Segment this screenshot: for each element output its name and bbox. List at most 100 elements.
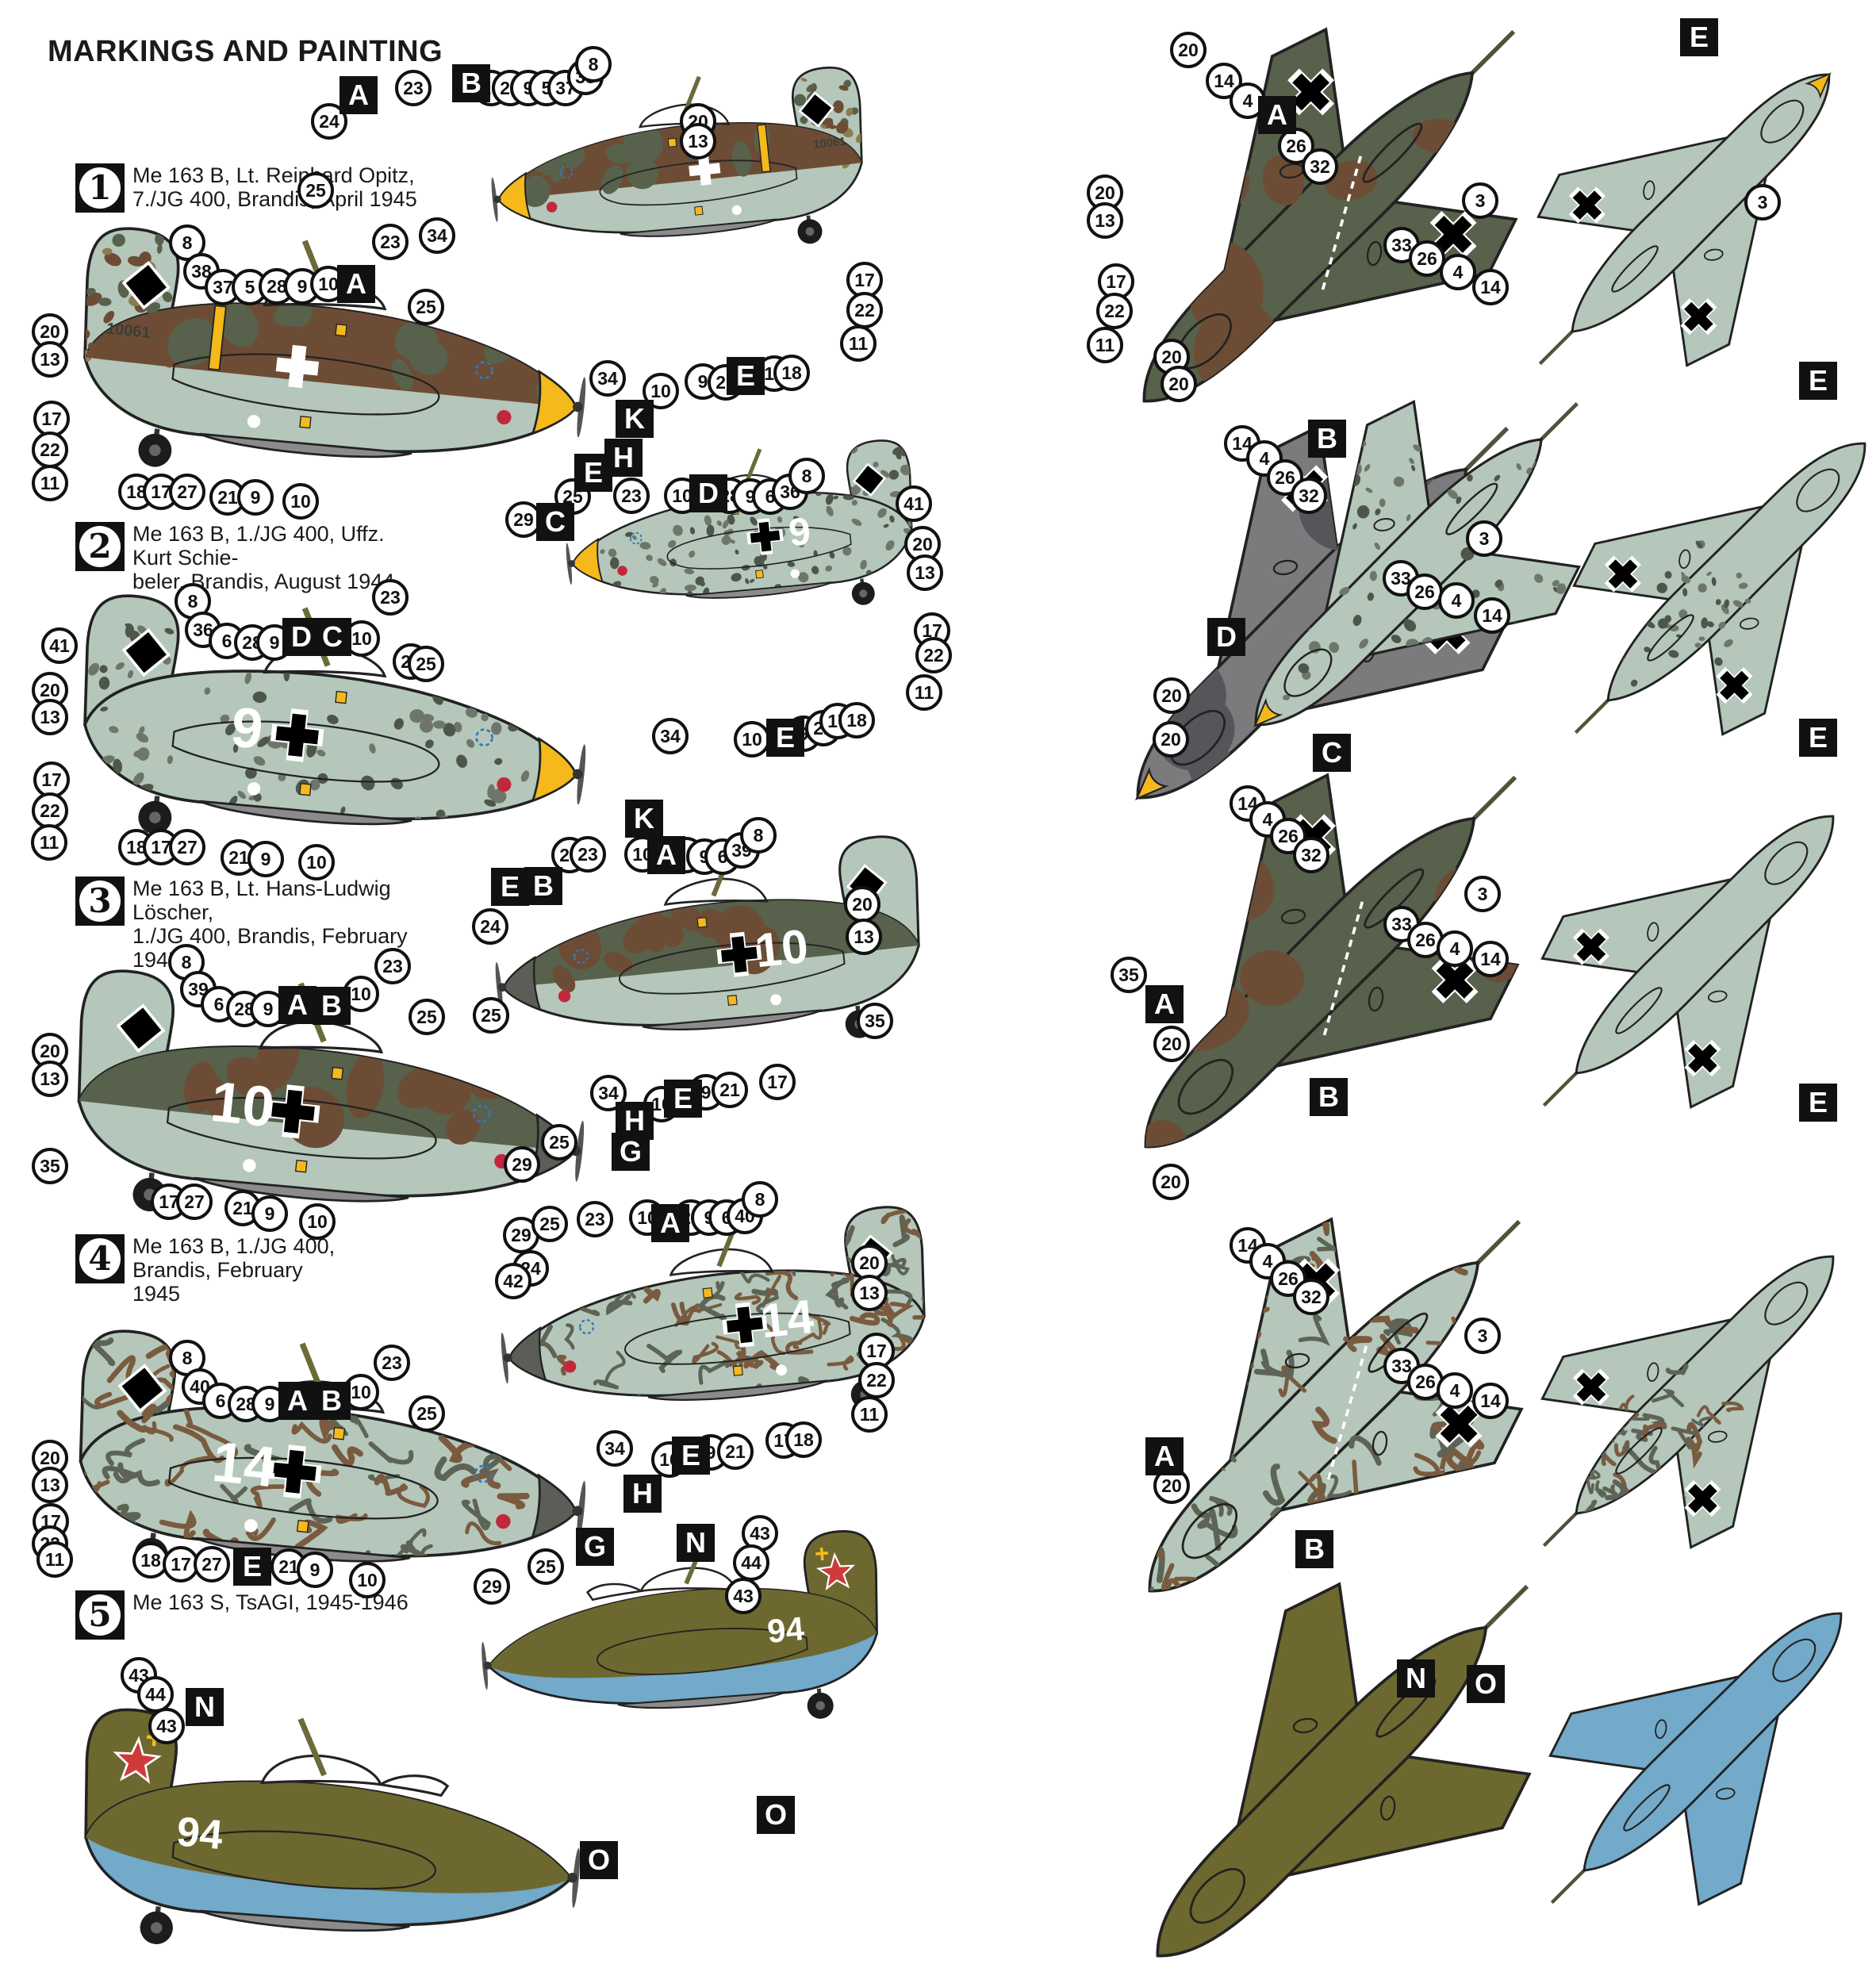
callout-22: 22	[32, 792, 68, 829]
callout-20: 20	[1161, 366, 1197, 402]
svg-text:10: 10	[208, 1070, 278, 1140]
aircraft-s5l: 94	[84, 1708, 581, 1944]
aircraft-p2e	[1572, 442, 1866, 738]
callout-41: 41	[896, 485, 932, 522]
callout-21: 21	[717, 1433, 754, 1470]
color-letter-E: E	[491, 868, 529, 906]
callout-11: 11	[31, 824, 67, 861]
callout-8: 8	[575, 46, 612, 82]
callout-11: 11	[851, 1396, 888, 1433]
callout-20: 20	[32, 313, 68, 350]
callout-35: 35	[1111, 957, 1147, 993]
callout-29: 29	[504, 1146, 540, 1183]
color-letter-A: A	[647, 836, 685, 874]
callout-25: 25	[528, 1548, 564, 1585]
callout-18: 18	[838, 702, 875, 738]
callout-26: 26	[1409, 240, 1445, 277]
color-letter-A: A	[337, 265, 375, 303]
callout-22: 22	[846, 292, 883, 328]
callout-10: 10	[343, 1374, 379, 1410]
callout-10: 10	[299, 1203, 336, 1240]
aircraft-s4l: 14	[73, 1326, 586, 1579]
aircraft-p5n	[1156, 1582, 1532, 1958]
callout-35: 35	[857, 1003, 893, 1039]
callout-20: 20	[844, 886, 880, 923]
callout-13: 13	[907, 554, 943, 591]
callout-32: 32	[1293, 837, 1329, 873]
callout-27: 27	[169, 829, 205, 865]
color-letter-G: G	[576, 1528, 614, 1566]
scheme-number-badge: 2	[75, 522, 125, 571]
color-letter-E: E	[727, 357, 765, 395]
color-letter-E: E	[672, 1437, 710, 1475]
color-letter-E: E	[1680, 18, 1718, 56]
callout-23: 23	[374, 948, 411, 984]
callout-14: 14	[1472, 941, 1509, 977]
page-title: MARKINGS AND PAINTING	[48, 35, 443, 68]
callout-11: 11	[36, 1541, 73, 1578]
callout-33: 33	[1383, 1348, 1420, 1384]
color-letter-A: A	[1258, 96, 1296, 134]
callout-20: 20	[1153, 677, 1190, 714]
callout-9: 9	[247, 841, 284, 877]
color-letter-O: O	[580, 1841, 618, 1879]
callout-37: 37	[205, 269, 241, 305]
callout-25: 25	[531, 1206, 568, 1242]
callout-3: 3	[1462, 182, 1498, 219]
callout-34: 34	[419, 217, 455, 254]
color-letter-N: N	[677, 1524, 715, 1562]
scheme-number-badge: 1	[75, 163, 125, 213]
callout-25: 25	[409, 1395, 445, 1432]
color-letter-E: E	[664, 1080, 702, 1118]
svg-text:10061: 10061	[813, 136, 847, 152]
callout-13: 13	[680, 123, 716, 159]
callout-29: 29	[474, 1568, 510, 1605]
callout-17: 17	[33, 761, 70, 798]
callout-4: 4	[1438, 582, 1475, 619]
callout-13: 13	[32, 341, 68, 378]
color-letter-D: D	[689, 474, 727, 512]
callout-24: 24	[472, 908, 508, 945]
callout-8: 8	[740, 817, 777, 854]
callout-8: 8	[788, 458, 825, 494]
callout-23: 23	[374, 1345, 410, 1381]
callout-13: 13	[851, 1275, 888, 1311]
callout-23: 23	[372, 579, 409, 616]
callout-9: 9	[251, 1195, 288, 1232]
callout-4: 4	[1437, 1372, 1473, 1409]
callout-11: 11	[32, 465, 68, 501]
callout-11: 11	[1087, 327, 1123, 363]
callout-13: 13	[32, 1467, 68, 1503]
color-letter-O: O	[1467, 1665, 1505, 1703]
callout-20: 20	[1153, 1164, 1189, 1200]
color-letter-K: K	[625, 800, 663, 838]
color-letter-A: A	[651, 1204, 689, 1242]
svg-text:9: 9	[787, 510, 813, 555]
scheme-number-badge: 3	[75, 877, 125, 926]
callout-3: 3	[1744, 184, 1781, 221]
color-letter-B: B	[1295, 1530, 1333, 1568]
aircraft-p5o	[1548, 1612, 1843, 1906]
svg-text:9: 9	[228, 696, 267, 761]
scheme-number-badge: 5	[75, 1590, 125, 1640]
color-letter-O: O	[757, 1796, 795, 1834]
aircraft-s3l: 10	[77, 969, 585, 1212]
callout-44: 44	[733, 1544, 769, 1581]
callout-34: 34	[652, 718, 689, 754]
callout-13: 13	[32, 699, 68, 735]
color-letter-E: E	[1799, 362, 1837, 400]
callout-22: 22	[1096, 293, 1133, 329]
callout-10: 10	[349, 1562, 386, 1598]
aircraft-s2u: 9	[566, 439, 915, 608]
callout-27: 27	[176, 1183, 213, 1220]
scheme-number-badge: 4	[75, 1234, 125, 1283]
callout-14: 14	[1206, 63, 1242, 99]
callout-17: 17	[846, 262, 883, 298]
callout-43: 43	[148, 1708, 185, 1744]
callout-9: 9	[237, 479, 274, 516]
callout-13: 13	[846, 919, 882, 955]
callout-27: 27	[194, 1546, 230, 1582]
callout-23: 23	[613, 478, 650, 514]
color-letter-H: H	[604, 439, 643, 477]
